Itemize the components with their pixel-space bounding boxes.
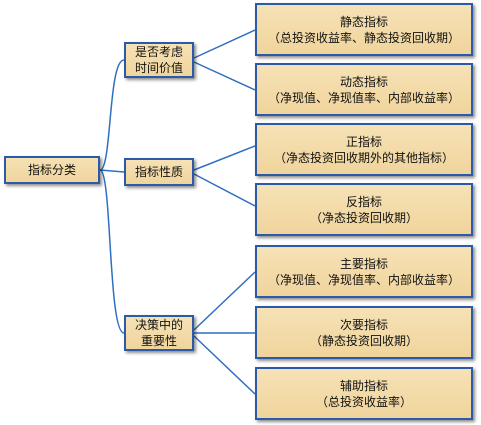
leaf-title: 主要指标 <box>339 256 388 271</box>
connector-nature-to-positive <box>193 145 256 171</box>
root-label: 指标分类 <box>27 163 76 177</box>
connector-root-to-group-time-value <box>99 59 125 171</box>
group-node-nature: 指标性质 <box>124 158 194 186</box>
leaf-node-negative: 反指标 （净态投资回收期） <box>255 183 473 236</box>
leaf-node-positive: 正指标 （净态投资回收期外的其他指标） <box>255 123 473 176</box>
leaf-title: 动态指标 <box>339 74 388 89</box>
leaf-detail: （净态投资回收期） <box>309 210 418 225</box>
group-label-line: 重要性 <box>140 334 177 348</box>
leaf-detail: （净现值、净现值率、内部收益率） <box>267 272 460 287</box>
group-label-line: 时间价值 <box>134 61 183 75</box>
connector-importance-to-primary <box>193 271 256 331</box>
group-label-line: 指标性质 <box>134 165 183 179</box>
connector-root-to-group-nature <box>99 169 125 173</box>
leaf-node-secondary: 次要指标 （静态投资回收期） <box>255 306 473 359</box>
leaf-detail: （总投资收益率） <box>315 394 412 409</box>
connector-nature-to-negative <box>193 173 256 207</box>
leaf-detail: （净态投资回收期外的其他指标） <box>273 150 454 165</box>
leaf-title: 辅助指标 <box>339 378 388 393</box>
root-node: 指标分类 <box>4 156 100 184</box>
group-node-importance: 决策中的 重要性 <box>124 315 194 351</box>
leaf-detail: （净现值、净现值率、内部收益率） <box>267 90 460 105</box>
leaf-node-static: 静态指标 （总投资收益率、静态投资回收期） <box>255 3 473 56</box>
leaf-title: 次要指标 <box>339 317 388 332</box>
connector-time-value-to-static <box>193 29 256 59</box>
leaf-title: 静态指标 <box>339 14 388 29</box>
leaf-detail: （静态投资回收期） <box>309 333 418 348</box>
group-label-line: 是否考虑 <box>134 45 183 59</box>
connector-root-to-group-importance <box>99 169 125 334</box>
connector-time-value-to-dynamic <box>193 61 256 91</box>
leaf-title: 正指标 <box>345 134 382 149</box>
connector-importance-to-auxiliary <box>193 335 256 395</box>
leaf-detail: （总投资收益率、静态投资回收期） <box>267 30 460 45</box>
leaf-title: 反指标 <box>345 194 382 209</box>
group-node-time-value: 是否考虑 时间价值 <box>124 42 194 78</box>
group-label-line: 决策中的 <box>134 318 183 332</box>
leaf-node-auxiliary: 辅助指标 （总投资收益率） <box>255 367 473 420</box>
leaf-node-dynamic: 动态指标 （净现值、净现值率、内部收益率） <box>255 63 473 116</box>
leaf-node-primary: 主要指标 （净现值、净现值率、内部收益率） <box>255 245 473 298</box>
